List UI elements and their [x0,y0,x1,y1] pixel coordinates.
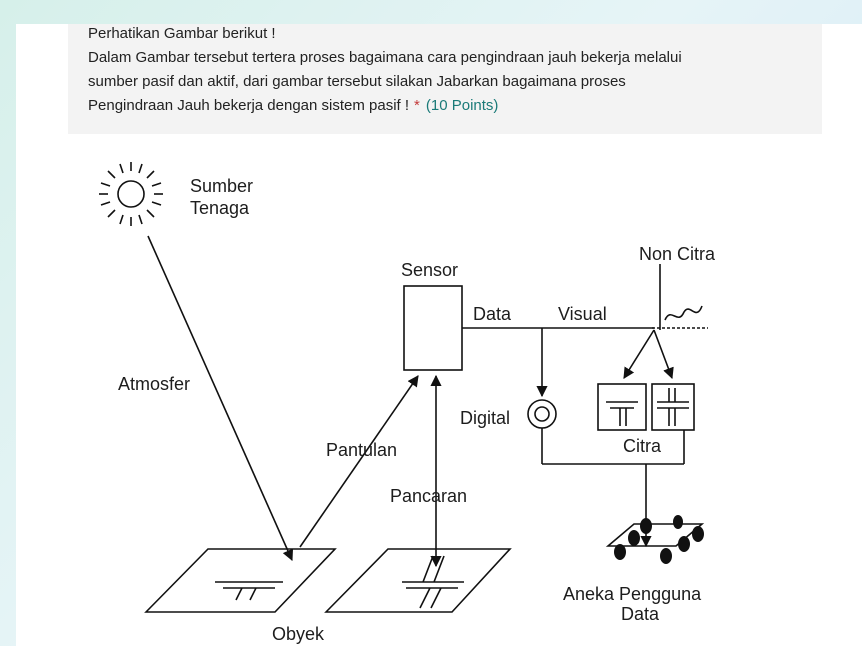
label-reflection: Pantulan [326,440,397,460]
label-users-1: Aneka Pengguna [563,584,702,604]
arrow-to-image-1 [623,329,655,379]
question-line-4: Pengindraan Jauh bekerja dengan sistem p… [88,94,808,118]
label-visual: Visual [558,304,607,324]
question-block [68,24,822,134]
sun-icon [99,162,163,226]
question-line-4-text: Pengindraan Jauh bekerja dengan sistem p… [88,97,410,114]
non-image-plot-icon [652,264,708,330]
arrow-reflection [299,375,419,548]
image-symbol-2 [657,388,689,426]
label-sensor: Sensor [401,260,458,280]
sensor-box [403,285,463,371]
users-group-icon [605,515,705,564]
label-digital: Digital [460,408,510,428]
arrow-sun-to-object [147,235,294,562]
question-line-3: sumber pasif dan aktif, dari gambar ters… [88,73,626,90]
image-symbol-1 [606,401,638,426]
question-line-1: Perhatikan Gambar berikut ! [88,25,276,42]
object-plate-2 [324,548,512,613]
object-symbol-2 [402,555,464,609]
diagram-svg: Sumber Tenaga Atmosfer Obyek Pantulan Pa… [99,162,716,644]
object-symbol-1 [215,581,283,601]
label-data: Data [473,304,512,324]
digital-disc-icon [527,399,557,429]
label-atmosphere: Atmosfer [118,374,190,394]
image-box-2 [651,383,695,431]
label-source-2: Tenaga [190,198,250,218]
question-line-2: Dalam Gambar tersebut tertera proses bag… [88,49,682,66]
points-label: (10 Points) [425,97,499,114]
label-non-image: Non Citra [639,244,716,264]
object-plate-1 [144,548,337,613]
label-source-1: Sumber [190,176,253,196]
arrow-to-image-2 [653,329,674,380]
required-mark: * [414,97,420,114]
question-text: Perhatikan Gambar berikut ! Dalam Gambar… [88,22,808,118]
label-users-2: Data [621,604,660,624]
image-box-1 [597,383,647,431]
label-object: Obyek [272,624,325,644]
label-emission: Pancaran [390,486,467,506]
remote-sensing-diagram: Sumber Tenaga Atmosfer Obyek Pantulan Pa… [68,134,822,646]
label-image: Citra [623,436,662,456]
